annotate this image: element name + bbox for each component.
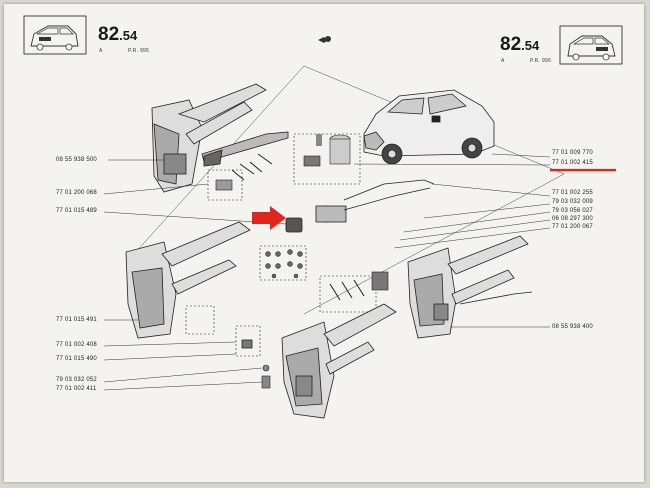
window-regulator-rear-centre: [281, 303, 397, 419]
part-number-label: 77 01 200 068: [56, 190, 97, 196]
header-car-icon-left: [23, 15, 87, 55]
part-number-label: 77 01 002 411: [56, 386, 97, 392]
page-code-right-sub-a: A: [501, 58, 505, 64]
part-number-label: 77 01 002 255: [552, 190, 593, 196]
part-number-label: 79 03 032 009: [552, 199, 593, 205]
car-illustration: [363, 89, 495, 165]
part-number-label: 77 01 009 770: [552, 150, 593, 156]
part-number-label: 08 55 938 500: [56, 157, 97, 163]
page-code-right: 82.54: [500, 34, 540, 55]
parts-kit-upper-middle: [207, 133, 361, 201]
leader-lines: [103, 153, 551, 391]
bolt-set-lower-middle: [259, 245, 389, 313]
window-regulator-front-left: [151, 83, 289, 193]
page-code-left-sub-a: A: [99, 48, 103, 54]
part-number-label: 77 01 015 491: [56, 317, 97, 323]
clip-part-lower-left: [261, 364, 271, 389]
part-number-label: 77 01 200 067: [552, 224, 593, 230]
page-code-right-ref: P.R. 995: [530, 58, 552, 64]
page-diagram: [23, 15, 623, 419]
window-motor-middle: [285, 179, 435, 233]
header-car-icon-right: [559, 25, 623, 65]
part-number-label: 08 55 938 400: [552, 324, 593, 330]
part-number-label: 77 01 015 490: [56, 356, 97, 362]
catalog-page: 82.54 A P.R. 995 82.54 A P.R. 995 08 55 …: [4, 4, 644, 482]
key-icon: [318, 36, 331, 43]
window-regulator-right: [407, 235, 533, 339]
part-number-label: 77 01 015 489: [56, 208, 97, 214]
page-code-left: 82.54: [98, 24, 138, 45]
highlight-arrow: [252, 206, 286, 230]
part-number-label: 79 03 056 027: [552, 208, 593, 214]
part-number-label-highlighted: 77 01 002 415: [552, 160, 593, 166]
part-number-label: 77 01 002 408: [56, 342, 97, 348]
page-code-left-ref: P.R. 995: [128, 48, 150, 54]
part-number-label: 06 08 297 300: [552, 216, 593, 222]
window-regulator-rear-left: [125, 221, 261, 357]
part-number-label: 79 03 032 052: [56, 377, 97, 383]
